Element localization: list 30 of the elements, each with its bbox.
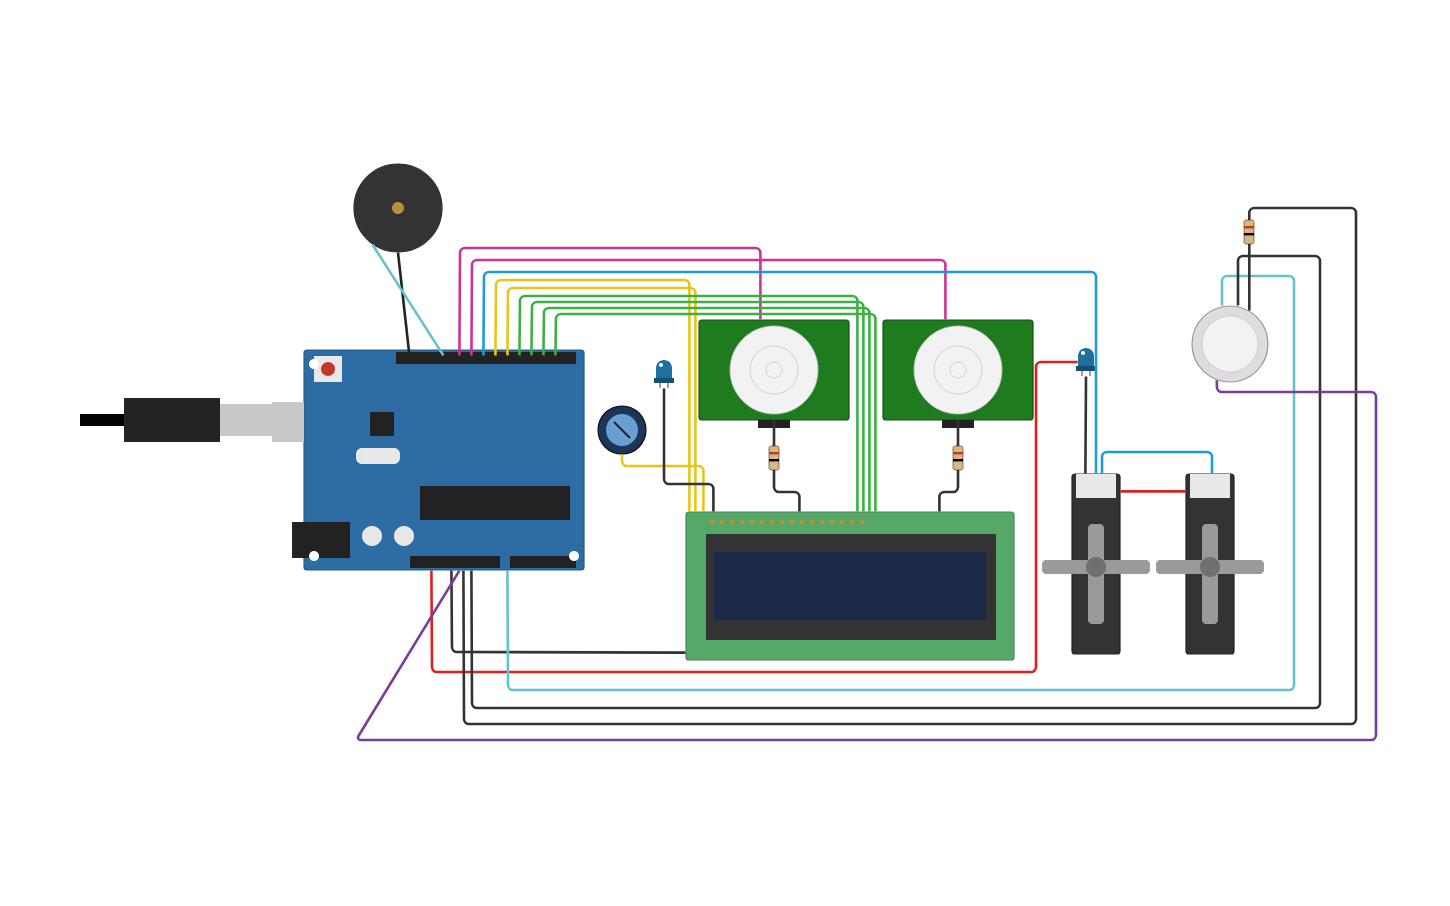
- usb-cable-drawing: [80, 398, 276, 442]
- wire: [357, 379, 1378, 742]
- led-drawing: [654, 360, 674, 389]
- wire: [620, 454, 705, 512]
- lcd-display-drawing: [685, 511, 1015, 661]
- buzzer-drawing: [353, 163, 443, 253]
- microcontroller-board-drawing: [272, 349, 585, 571]
- wire: [458, 246, 762, 356]
- wire: [1120, 490, 1186, 493]
- wire: [482, 270, 1098, 474]
- wire: [462, 206, 1358, 726]
- led-drawing: [1076, 348, 1096, 377]
- servo-motor-drawing: [1156, 473, 1264, 655]
- wire: [662, 388, 715, 512]
- wire: [1100, 450, 1214, 474]
- wire: [430, 360, 1078, 674]
- wire: [772, 420, 801, 512]
- motion-sensor-drawing: [698, 319, 850, 428]
- motion-sensor-drawing: [882, 319, 1034, 428]
- servo-motor-drawing: [1042, 473, 1150, 655]
- wire: [470, 258, 947, 356]
- wire: [396, 252, 411, 356]
- round-sensor-drawing: [1191, 305, 1269, 383]
- wire: [371, 243, 445, 357]
- wire: [1084, 376, 1088, 474]
- wire: [450, 570, 686, 654]
- wire: [470, 254, 1322, 710]
- potentiometer-drawing: [597, 405, 647, 455]
- wire: [938, 420, 960, 512]
- wire: [506, 274, 1296, 692]
